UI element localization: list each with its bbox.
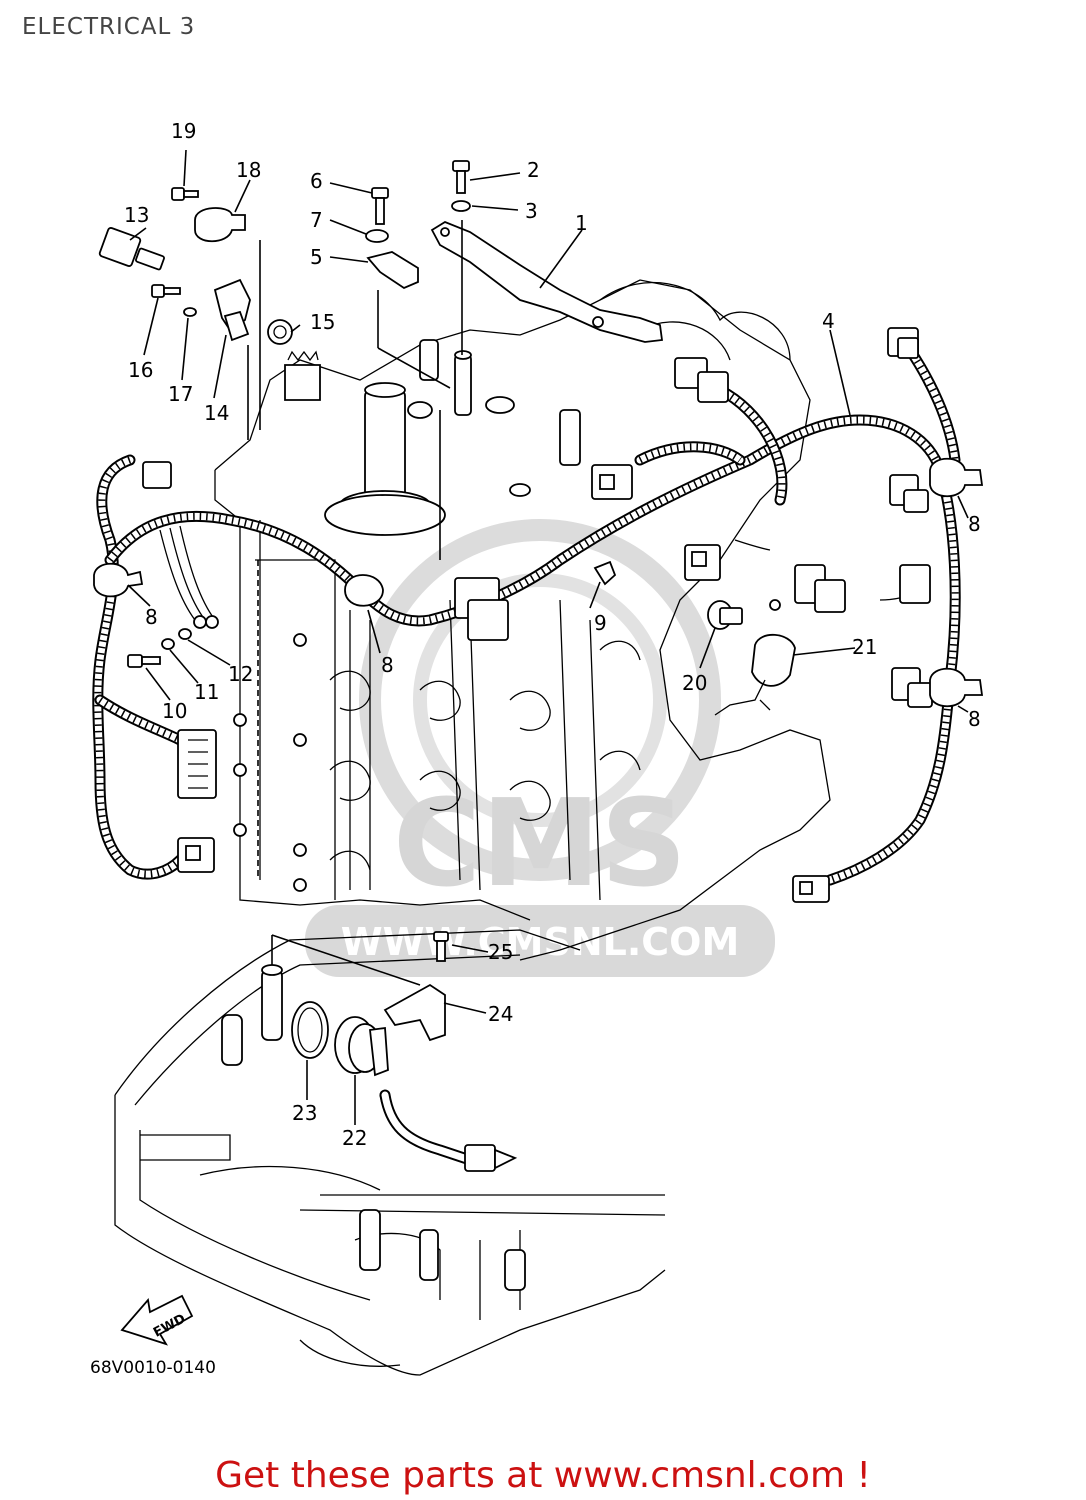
callout-25: 25 (488, 940, 513, 964)
callout-1: 1 (575, 211, 588, 235)
callout-5: 5 (310, 245, 323, 269)
part-1-bracket (430, 220, 664, 343)
part-3-washer (451, 200, 471, 212)
connector-bottom-lead (464, 1144, 518, 1172)
connector-mid-left (591, 464, 633, 500)
connector-right-lower (899, 564, 931, 604)
part-25-screw (433, 931, 449, 962)
callout-6: 6 (310, 169, 323, 193)
callout-8-center: 8 (381, 653, 394, 677)
page-title: ELECTRICAL 3 (22, 14, 196, 40)
connector-top-right (887, 327, 919, 359)
callout-11: 11 (194, 680, 219, 704)
connector-upper-mid (674, 357, 729, 403)
part-21-cap-lead (714, 633, 796, 716)
callout-14: 14 (204, 401, 229, 425)
part-17-washer (183, 307, 197, 317)
callout-10: 10 (162, 699, 187, 723)
part-8-clamp-center (344, 574, 384, 607)
part-8-clamp-right-lower (929, 667, 984, 708)
callout-8-right-upper: 8 (968, 512, 981, 536)
callout-3: 3 (525, 199, 538, 223)
connector-left-block (177, 729, 217, 799)
part-13-sensor (98, 227, 165, 271)
callout-4: 4 (822, 309, 835, 333)
footer-link[interactable]: Get these parts at www.cmsnl.com ! (215, 1455, 871, 1496)
callout-16: 16 (128, 358, 153, 382)
callout-15: 15 (310, 310, 335, 334)
parts (93, 160, 984, 1077)
part-12-washer (178, 628, 192, 640)
callout-12: 12 (228, 662, 253, 686)
connector-right-upper (889, 474, 929, 513)
callout-17: 17 (168, 382, 193, 406)
bottom-cowling (114, 929, 666, 1376)
part-5-clamp (366, 251, 419, 290)
diagram-code: 68V0010-0140 (90, 1358, 216, 1378)
connector-right-mid (794, 564, 846, 613)
callout-19: 19 (171, 119, 196, 143)
callout-8-right-lower: 8 (968, 707, 981, 731)
part-11-washer (161, 638, 175, 650)
part-18-clamp (194, 207, 246, 243)
part-2-bolt (452, 160, 470, 194)
part-15-grommet (267, 319, 293, 345)
connector-right-bottom (891, 667, 933, 708)
part-7-washer (365, 229, 389, 243)
connector-left-bottom (177, 837, 215, 873)
connector-left-top (142, 461, 172, 489)
part-10-bolt (127, 654, 161, 668)
connectors (142, 327, 933, 1172)
part-9-clip (593, 560, 617, 586)
part-19-screw (171, 187, 199, 201)
wiring-harness (92, 344, 961, 1166)
part-24-holder (383, 983, 446, 1042)
connector-bottom-right (792, 875, 830, 903)
engine-block (214, 279, 831, 961)
watermark-url: WWW.CMSNL.COM (341, 920, 740, 964)
callout-labels: 1 2 3 4 5 6 7 8 8 8 8 9 10 11 12 13 14 1… (124, 119, 981, 1150)
part-8-clamp-right-upper (929, 457, 984, 498)
exploded-parts-diagram: CMS WWW.CMSNL.COM (92, 119, 984, 1376)
part-22-cap (334, 1016, 389, 1077)
part-16-bolt (151, 284, 181, 298)
fwd-arrow-icon: FWD (120, 1294, 194, 1346)
callout-18: 18 (236, 158, 261, 182)
leader-lines (127, 149, 969, 1125)
part-6-bolt (371, 187, 389, 225)
watermark-brand: CMS (393, 775, 687, 914)
part-20-switch (707, 599, 781, 630)
callout-7: 7 (310, 208, 323, 232)
callout-24: 24 (488, 1002, 513, 1026)
callout-23: 23 (292, 1101, 317, 1125)
connector-center-pair (454, 577, 509, 641)
callout-13: 13 (124, 203, 149, 227)
callout-2: 2 (527, 158, 540, 182)
callout-20: 20 (682, 671, 707, 695)
callout-8-left: 8 (145, 605, 158, 629)
connector-mid (684, 544, 721, 581)
part-8-clamp-left (93, 562, 144, 598)
callout-22: 22 (342, 1126, 367, 1150)
callout-9: 9 (594, 611, 607, 635)
callout-21: 21 (852, 635, 877, 659)
